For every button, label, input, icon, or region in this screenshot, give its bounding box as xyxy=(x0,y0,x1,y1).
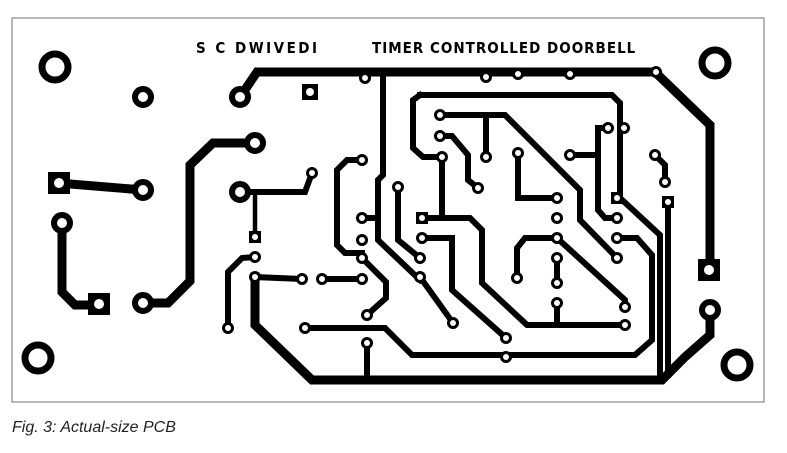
author-label: S C DWIVEDI xyxy=(196,39,320,57)
copper-traces xyxy=(53,67,715,385)
square-pads xyxy=(48,84,720,315)
mounting-holes xyxy=(21,46,754,382)
board-title: TIMER CONTROLLED DOORBELL xyxy=(372,39,637,57)
small-pads xyxy=(222,66,671,363)
figure-caption: Fig. 3: Actual-size PCB xyxy=(12,419,176,436)
large-pads xyxy=(51,86,721,321)
board-outline xyxy=(11,17,765,403)
